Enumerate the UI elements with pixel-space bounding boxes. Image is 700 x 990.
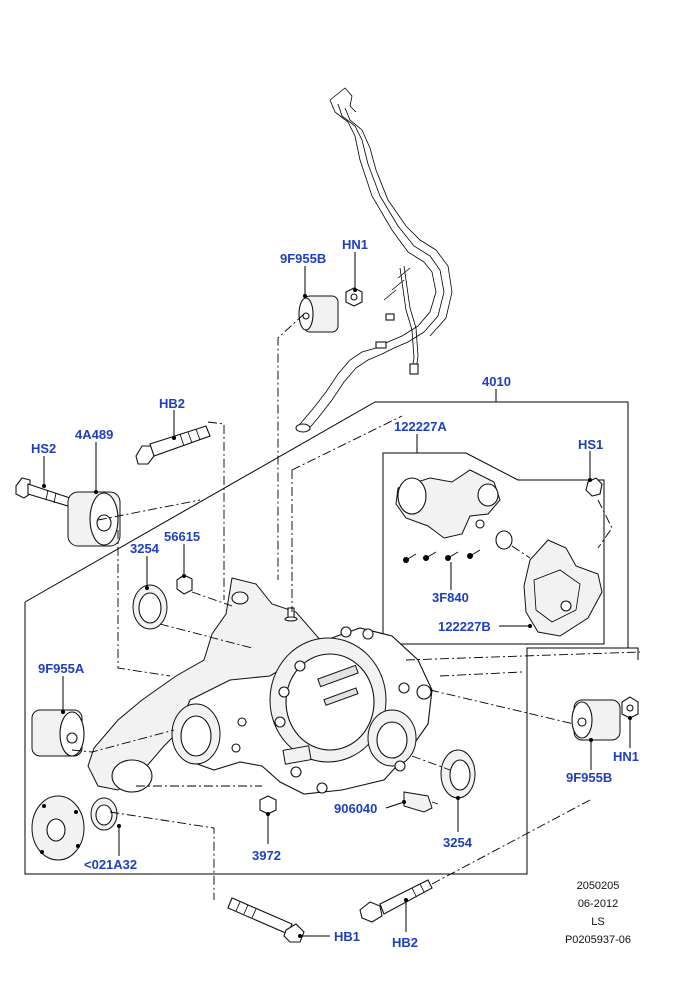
label-hb1: HB1 <box>334 929 360 944</box>
label-3f840: 3F840 <box>432 590 469 605</box>
label-021a32: <021A32 <box>84 857 137 872</box>
sensor-906040 <box>403 791 439 813</box>
label-3254-right: 3254 <box>443 835 473 850</box>
nut-hn1-top <box>345 287 363 307</box>
assembly-outline <box>24 389 639 875</box>
actuator-motor-122227a <box>395 469 501 539</box>
label-hs1: HS1 <box>578 437 603 452</box>
bolt-hb2-bottom <box>359 879 433 923</box>
label-122227a: 122227A <box>394 419 447 434</box>
bolt-hs2 <box>15 477 71 507</box>
alignment-dashed-lines <box>71 313 641 900</box>
label-122227b: 122227B <box>438 619 491 634</box>
label-hs2: HS2 <box>31 441 56 456</box>
bush-4a489 <box>67 491 121 547</box>
mount-bush-9f955b-top <box>298 295 339 333</box>
label-56615: 56615 <box>164 529 200 544</box>
label-hn1-right: HN1 <box>613 749 639 764</box>
nut-hn1-right <box>621 696 639 719</box>
label-3254-left: 3254 <box>130 541 160 556</box>
seal-3254-right <box>440 749 476 799</box>
seal-left-flange <box>90 797 118 831</box>
label-9f955b-top: 9F955B <box>280 251 326 266</box>
leader-lines <box>42 252 632 938</box>
flange-021a32 <box>31 795 85 861</box>
mount-bush-9f955a <box>31 709 85 757</box>
seal-3254-left <box>132 584 168 630</box>
label-hb2-top: HB2 <box>159 396 185 411</box>
label-4a489: 4A489 <box>75 427 113 442</box>
label-hn1-top: HN1 <box>342 237 368 252</box>
meta-reference: P0205937-06 <box>565 934 631 946</box>
bolt-hb1 <box>227 897 305 943</box>
screw-hs1 <box>585 477 603 497</box>
vent-pipe-assembly <box>295 87 453 433</box>
part-labels: HN1 9F955B 4010 HB2 4A489 HS2 122227A HS… <box>31 237 639 950</box>
bolt-hb2-top <box>135 425 211 465</box>
o-ring <box>495 530 513 550</box>
label-906040: 906040 <box>334 801 377 816</box>
meta-drawing-number: 2050205 <box>577 880 620 892</box>
rear-drive-unit-housing <box>87 577 433 795</box>
label-4010: 4010 <box>482 374 511 389</box>
screws-3f840 <box>403 549 481 563</box>
meta-code: LS <box>591 916 604 928</box>
label-hb2-bottom: HB2 <box>392 935 418 950</box>
label-9f955b-right: 9F955B <box>566 770 612 785</box>
actuator-housing-122227b <box>523 539 603 637</box>
meta-date: 06-2012 <box>578 898 618 910</box>
plug-3972 <box>259 795 277 815</box>
label-3972: 3972 <box>252 848 281 863</box>
label-9f955a: 9F955A <box>38 661 85 676</box>
mount-bush-9f955b-right <box>571 699 621 741</box>
drawing-metadata: 2050205 06-2012 LS P0205937-06 <box>565 880 631 946</box>
